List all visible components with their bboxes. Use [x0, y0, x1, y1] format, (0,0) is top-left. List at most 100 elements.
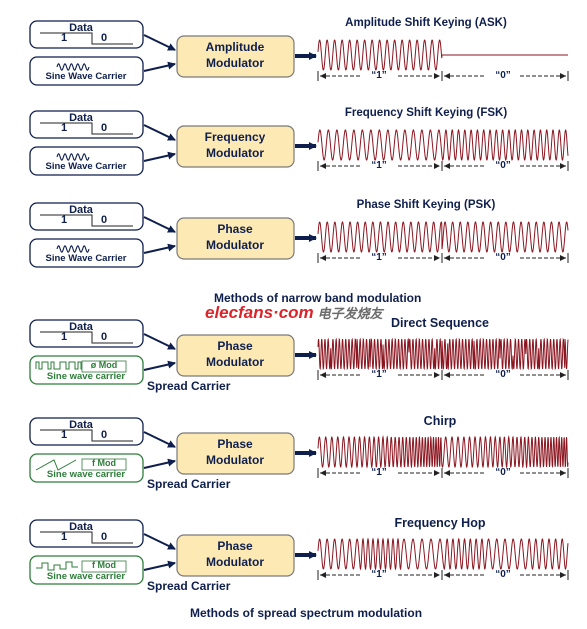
bit-one-label: 1	[60, 32, 68, 44]
bit-one-span-label: “1”	[371, 70, 387, 81]
modulator-box	[176, 35, 295, 78]
bit-one-label: 1	[60, 122, 68, 134]
modulation-title: Frequency Hop	[394, 516, 486, 530]
data-input-arrow	[143, 333, 176, 350]
modulation-title: Frequency Shift Keying (FSK)	[344, 107, 508, 119]
data-box	[29, 417, 144, 446]
data-step-signal	[40, 531, 133, 544]
bit-zero-span-label: “0”	[495, 467, 511, 478]
data-label: Data	[69, 204, 93, 216]
carrier-label: Sine Wave Carrier	[45, 161, 127, 172]
bit-zero-span-label: “0”	[495, 569, 511, 580]
mod-tag-box	[81, 458, 127, 471]
data-step-signal	[40, 32, 133, 45]
data-step-signal	[40, 214, 133, 227]
modulation-title: Phase Shift Keying (PSK)	[356, 199, 496, 211]
data-box	[29, 519, 144, 548]
data-step-signal	[40, 429, 133, 442]
modulator-box	[176, 534, 295, 577]
bit-one-span-label: “1”	[371, 569, 387, 580]
modulator-label-line2: Modulator	[206, 238, 264, 252]
data-box	[29, 20, 144, 49]
carrier-label: Sine Wave Carrier	[45, 71, 127, 82]
modulated-waveform	[317, 128, 569, 162]
bit-one-span-label: “1”	[371, 369, 387, 380]
mod-tag-label: f Mod	[92, 458, 116, 468]
bit-one-label: 1	[60, 531, 68, 543]
data-label: Data	[69, 419, 93, 431]
pn-code-icon	[35, 361, 84, 370]
data-input-arrow	[143, 34, 176, 51]
modulated-waveform	[317, 337, 569, 371]
modulator-box	[176, 432, 295, 475]
modulator-box	[176, 125, 295, 168]
data-label: Data	[69, 22, 93, 34]
modulator-label-line2: Modulator	[206, 355, 264, 369]
bit-one-span-label: “1”	[371, 160, 387, 171]
modulator-box	[176, 334, 295, 377]
narrow-band-caption: Methods of narrow band modulation	[214, 291, 422, 305]
carrier-input-arrow	[143, 458, 176, 469]
bit-one-label: 1	[60, 331, 68, 343]
sine-wave-icon	[56, 63, 90, 71]
spread-spectrum-caption: Methods of spread spectrum modulation	[190, 606, 423, 620]
bit-zero-label: 0	[100, 122, 108, 134]
bit-one-span-label: “1”	[371, 467, 387, 478]
carrier-input-arrow	[143, 151, 176, 162]
carrier-input-arrow	[143, 61, 176, 72]
modulator-label-line2: Modulator	[206, 56, 264, 70]
bit-one-label: 1	[60, 214, 68, 226]
bit-zero-span-label: “0”	[495, 70, 511, 81]
carrier-label: Sine wave carrier	[46, 571, 126, 582]
carrier-input-arrow	[143, 360, 176, 371]
modulator-label-line1: Amplitude	[205, 40, 265, 54]
modulator-label-line1: Phase	[217, 539, 253, 553]
spread-carrier-label: Spread Carrier	[147, 379, 231, 393]
data-input-arrow	[143, 124, 176, 141]
data-input-arrow	[143, 431, 176, 448]
carrier-label: Sine wave carrier	[46, 469, 126, 480]
modulated-waveform	[317, 39, 568, 71]
spread-carrier-label: Spread Carrier	[147, 579, 231, 593]
sine-wave-icon	[56, 245, 90, 253]
data-step-signal	[40, 122, 133, 135]
modulation-title: Amplitude Shift Keying (ASK)	[345, 17, 507, 29]
chirp-ramp-icon	[35, 459, 77, 471]
mod-tag-label: f Mod	[92, 560, 116, 570]
hop-steps-icon	[36, 561, 78, 571]
modulation-title: Chirp	[423, 414, 457, 428]
data-label: Data	[69, 521, 93, 533]
mod-tag-label: ø Mod	[90, 360, 118, 370]
data-label: Data	[69, 321, 93, 333]
data-label: Data	[69, 112, 93, 124]
bit-zero-span-label: “0”	[495, 369, 511, 380]
modulator-label-line1: Phase	[217, 437, 253, 451]
bit-zero-label: 0	[100, 531, 108, 543]
bit-zero-label: 0	[100, 429, 108, 441]
watermark-brand: elecfans·com	[205, 303, 314, 322]
modulated-waveform	[317, 435, 569, 469]
modulator-label-line2: Modulator	[206, 453, 264, 467]
modulator-label-line1: Phase	[217, 222, 253, 236]
carrier-label: Sine Wave Carrier	[45, 253, 127, 264]
bit-zero-label: 0	[100, 214, 108, 226]
modulator-label-line1: Phase	[217, 339, 253, 353]
bit-zero-span-label: “0”	[495, 160, 511, 171]
data-input-arrow	[143, 216, 176, 233]
mod-tag-box	[81, 560, 127, 573]
bit-zero-span-label: “0”	[495, 252, 511, 263]
sine-wave-icon	[56, 153, 90, 161]
spread-carrier-label: Spread Carrier	[147, 477, 231, 491]
modulator-box	[176, 217, 295, 260]
carrier-label: Sine wave carrier	[46, 371, 126, 382]
data-box	[29, 110, 144, 139]
modulated-waveform	[317, 537, 569, 571]
carrier-input-arrow	[143, 243, 176, 254]
modulated-waveform	[317, 221, 569, 253]
data-input-arrow	[143, 533, 176, 550]
data-box	[29, 319, 144, 348]
bit-one-span-label: “1”	[371, 252, 387, 263]
